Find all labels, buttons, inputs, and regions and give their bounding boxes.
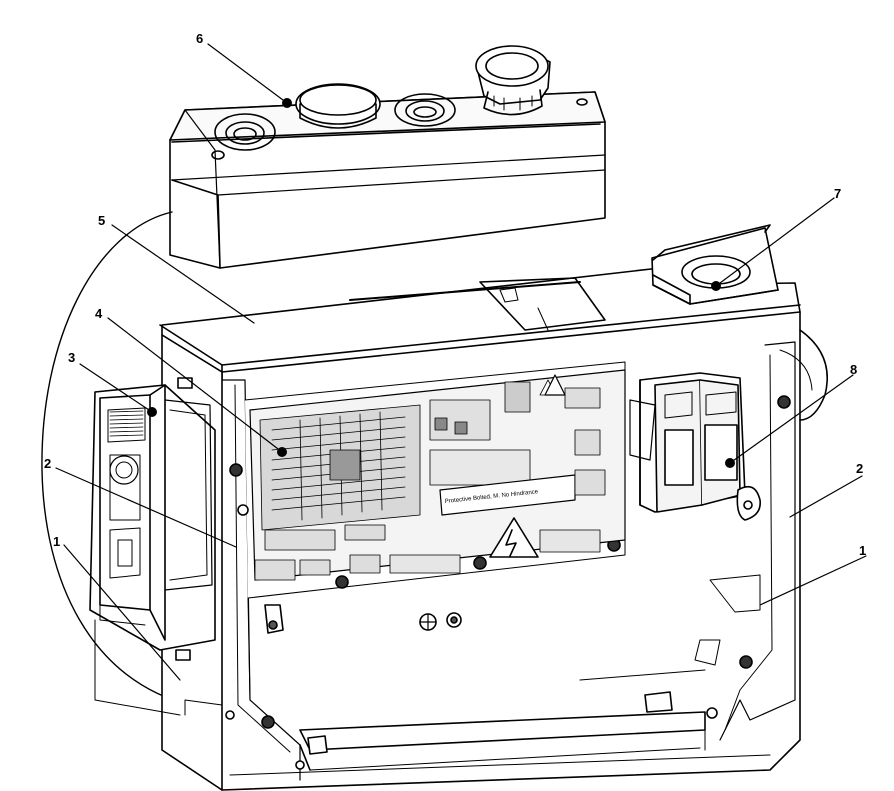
screw-9 <box>237 504 249 516</box>
button-mushroom-center <box>295 83 381 129</box>
contactor-module <box>629 372 762 521</box>
callout-8: 8 <box>850 362 857 377</box>
side-connector-module <box>89 377 223 716</box>
callout-labels: 6 5 4 3 2 1 7 8 2 1 <box>44 31 866 558</box>
callout-2-left: 2 <box>44 456 51 471</box>
callout-6: 6 <box>196 31 203 46</box>
callout-2-right: 2 <box>856 461 863 476</box>
screw-4 <box>473 556 487 570</box>
callout-1-right: 1 <box>859 543 866 558</box>
screw-1 <box>229 463 243 477</box>
callout-leaders <box>55 43 867 681</box>
screw-7 <box>777 395 791 409</box>
cable-clip <box>264 604 284 634</box>
callout-7: 7 <box>834 186 841 201</box>
ground-stud <box>419 612 462 631</box>
callout-5: 5 <box>98 213 105 228</box>
connection-cable <box>41 211 191 706</box>
button-hole-right <box>394 93 456 127</box>
screw-3 <box>335 575 349 589</box>
screw-8 <box>739 655 753 669</box>
callout-4: 4 <box>95 306 103 321</box>
callout-3: 3 <box>68 350 75 365</box>
screw-2 <box>261 715 275 729</box>
pushbutton-control-box <box>169 45 606 269</box>
callout-1-left: 1 <box>53 534 60 549</box>
control-pcb <box>249 369 626 581</box>
callout-dots <box>147 98 735 468</box>
button-hole-left <box>214 113 276 151</box>
top-gland-bracket <box>651 224 779 305</box>
high-voltage-warning-icon <box>489 517 539 558</box>
emergency-stop-knob <box>475 45 551 116</box>
